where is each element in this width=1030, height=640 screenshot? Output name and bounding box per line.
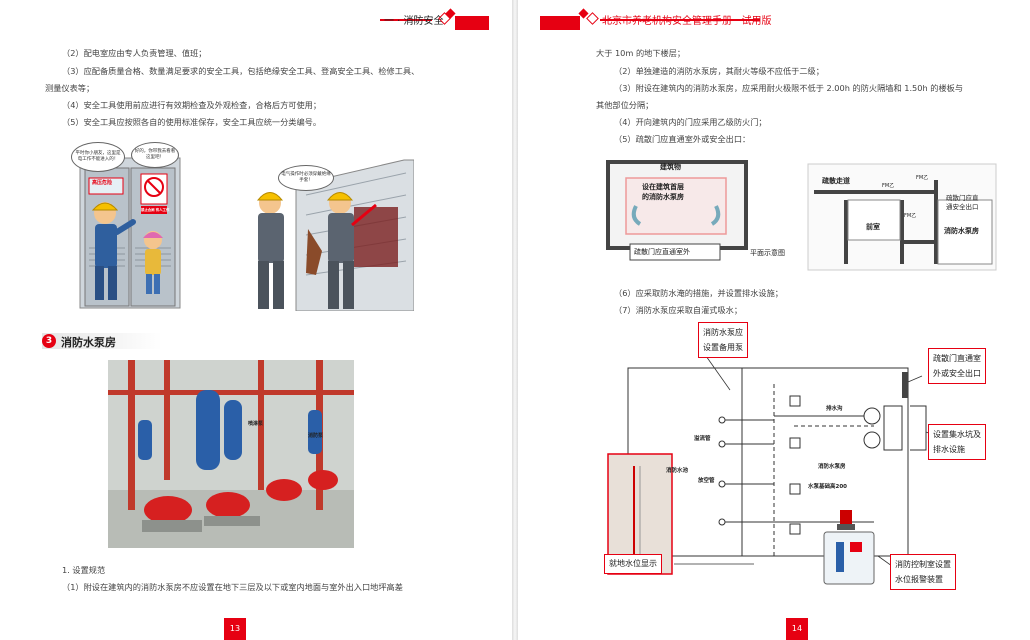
label-room: 设在建筑首层 的消防水泵房 [642,183,684,201]
pump-room-photo: 喷淋泵 消防泵 [108,360,354,548]
label-corridor: 疏散走道 [822,177,850,185]
label-vent: 放空管 [698,478,715,484]
paragraph: （4）安全工具使用前应进行有效期检查及外观检查，合格后方可使用； [62,100,322,110]
label-drain-pipe: 排水沟 [826,406,843,412]
label-pumproom: 消防水泵房 [818,464,846,470]
header-rule [380,19,432,21]
speech-bubble: 电气操作时必须穿戴绝缘手套！ [278,165,334,191]
right-page: 北京市养老机构安全管理手册 · 试用版 大于 10m 的地下楼层； （2）单独建… [518,0,1030,640]
section-title: 3 消防水泵房 [42,333,162,349]
subheading: 1. 设置规范 [62,565,106,575]
plan-diagram-corridor: 疏散走道 FM乙 FM乙 FM乙 疏散门应直 通安全出口 前室 消防水泵房 [804,160,1000,274]
paragraph: （2）单独建造的消防水泵房，其耐火等级不应低于二级； [614,66,824,76]
paragraph: （5）疏散门应直通室外或安全出口： [614,134,751,144]
label-fm: FM乙 [904,213,917,219]
section-heading: 消防水泵房 [61,336,116,349]
header-red-block [455,16,489,30]
left-page: 一 · 消防安全 （2）配电室应由专人负责管理、值班； （3）应配备质量合格、数… [0,0,512,640]
paragraph: （1）附设在建筑内的消防水泵房不应设置在地下三层及以下或室内地面与室外出入口地坪… [62,582,403,592]
plan-caption: 平面示意图 [750,249,785,257]
left-header-title: 一 · 消防安全 [384,16,444,27]
plan-diagram-building: 建筑物 设在建筑首层 的消防水泵房 疏散门应直通室外 平面示意图 [600,156,800,266]
paragraph: 其他部位分隔； [596,100,654,110]
speech-bubble: 好的，你带我去看看这里吧！ [131,142,179,168]
callout-exit: 疏散门直通室 外或安全出口 [928,348,986,384]
warning-sign: 禁止合闸 有人工作 [141,208,170,212]
section-number: 3 [42,334,56,348]
header-red-block [540,16,580,30]
warning-sign: 高压危险 [92,180,113,186]
right-header-title: 北京市养老机构安全管理手册 · 试用版 [602,16,772,27]
label-anteroom: 前室 [866,223,880,231]
photo-tag: 消防泵 [308,433,324,439]
label-exit: 疏散门应直通室外 [634,248,690,256]
paragraph: （6）应采取防水淹的措施，并设置排水设施； [614,288,783,298]
label-base: 水泵基础高200 [808,484,847,490]
header-rule [600,19,760,21]
cartoon-electric-work: 电气操作时必须穿戴绝缘手套！ [236,155,415,312]
paragraph: （7）消防水泵应采取自灌式吸水； [614,305,743,315]
label-overflow: 溢流管 [694,436,711,442]
paragraph: （2）配电室应由专人负责管理、值班； [62,48,207,58]
callout-level-display: 就地水位显示 [604,554,662,574]
label-fm: FM乙 [882,183,895,189]
paragraph: 大于 10m 的地下楼层； [596,48,686,58]
speech-bubble: 平时你小朋友，这里是电工作不能进入的！ [71,142,125,172]
paragraph: （4）开向建筑内的门应采用乙级防火门； [614,117,767,127]
label-building: 建筑物 [660,163,681,171]
photo-tag: 喷淋泵 [248,421,264,427]
header-diamond-icon [586,12,599,25]
label-pump-room: 消防水泵房 [944,227,979,235]
page-gutter [512,0,518,640]
label-tank: 消防水池 [666,468,689,474]
paragraph: （3）附设在建筑内的消防水泵房，应采用耐火极限不低于 2.00h 的防火隔墙和 … [614,83,964,93]
cartoon-substation-door: 平时你小朋友，这里是电工作不能进入的！ 好的，你带我去看看这里吧！ 高压危险 禁… [71,138,185,310]
page-number: 13 [224,618,246,640]
label-fm: FM乙 [916,175,929,181]
label-door-note: 疏散门应直 通安全出口 [946,194,979,211]
callout-spare-pump: 消防水泵应 设置备用泵 [698,322,748,358]
paragraph: （3）应配备质量合格、数量满足要求的安全工具，包括绝缘安全工具、登高安全工具、检… [62,66,420,76]
callout-drain: 设置集水坑及 排水设施 [928,424,986,460]
paragraph: （5）安全工具应按照各自的使用标准保存，安全工具应统一分类编号。 [62,117,322,127]
paragraph: 测量仪表等； [45,83,95,93]
pump-room-section-diagram: 消防水泵应 设置备用泵 疏散门直通室 外或安全出口 设置集水坑及 排水设施 就地… [594,320,1014,600]
callout-alarm: 消防控制室设置 水位报警装置 [890,554,956,590]
page-number: 14 [786,618,808,640]
